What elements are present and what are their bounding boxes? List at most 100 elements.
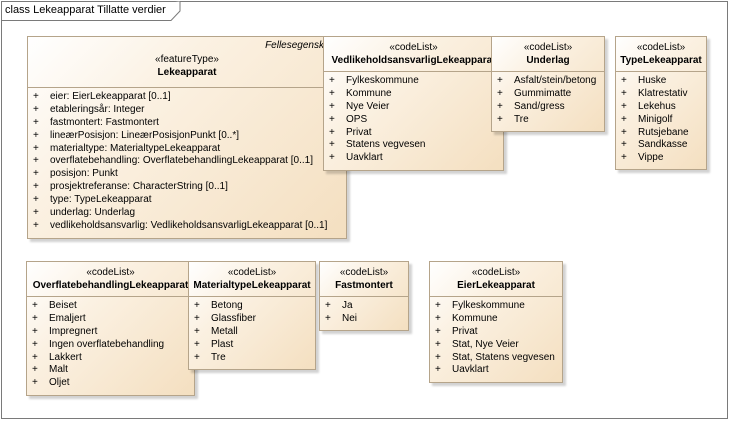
- code-value: +Vippe: [616, 152, 706, 165]
- attribute-row: + posisjon: Punkt: [28, 168, 346, 181]
- public-visibility-icon: +: [435, 338, 441, 350]
- code-value: +Malt: [27, 364, 194, 377]
- stereotype-label: «codeList»: [339, 267, 389, 278]
- frame-title: class Lekeapparat Tillatte verdier: [5, 4, 166, 16]
- attribute-row-text: fastmontert: Fastmontert: [50, 116, 159, 128]
- code-value-text: Oljet: [49, 377, 70, 389]
- code-value: +Sandkasse: [616, 139, 706, 152]
- public-visibility-icon: +: [33, 168, 39, 180]
- code-value: +Privat: [324, 127, 503, 140]
- code-value: +Tre: [492, 114, 604, 127]
- attribute-row-text: eier: EierLekeapparat [0..1]: [50, 91, 171, 102]
- attribute-row: +prosjektreferanse: CharacterString [0..…: [28, 181, 346, 194]
- public-visibility-icon: +: [325, 312, 331, 324]
- code-value: +Ja: [320, 300, 408, 313]
- attribute-row-text: type: TypeLekeapparat: [50, 194, 152, 206]
- code-value-text: Sand/gress: [514, 100, 565, 112]
- code-value: +Minigolf: [616, 114, 706, 127]
- public-visibility-icon: +: [33, 194, 39, 206]
- attribute-row: +underlag: Underlag: [28, 207, 346, 220]
- attribute-row: + vedlikeholdsansvarlig: Vedlikeholdsansv…: [28, 220, 346, 233]
- class-name: OverflatebehandlingLekeapparat: [32, 280, 189, 291]
- public-visibility-icon: +: [621, 87, 627, 99]
- code-value: +Stat, Nye Veier: [430, 339, 562, 352]
- code-value-text: Malt: [49, 364, 68, 376]
- attribute-row: +lineærPosisjon: LineærPosisjonPunkt [0.…: [28, 130, 346, 143]
- code-value: +Impregnert: [27, 326, 194, 339]
- public-visibility-icon: +: [325, 300, 331, 311]
- code-value: +Lekehus: [616, 101, 706, 114]
- public-visibility-icon: +: [435, 364, 441, 376]
- class-vedlikeholdsansvarlig[interactable]: «codeList» VedlikeholdsansvarligLekeappa…: [323, 36, 504, 171]
- value-list: +Betong+Glassfiber+Metall+Plast+Tre: [189, 297, 315, 364]
- value-list: +Fylkeskommune+Kommune+Nye Veier+OPS+Pri…: [324, 72, 503, 165]
- code-value: +Kommune: [430, 313, 562, 326]
- public-visibility-icon: +: [621, 152, 627, 164]
- frame-tab-outline: [1, 1, 181, 21]
- public-visibility-icon: +: [329, 139, 335, 151]
- class-materialtype[interactable]: «codeList» MaterialtypeLekeapparat +Beto…: [188, 261, 316, 370]
- code-value-text: Fylkeskommune: [346, 75, 419, 86]
- attribute-row: + materialtype: MaterialtypeLekeapparat: [28, 143, 346, 156]
- code-value-text: Privat: [346, 126, 372, 138]
- public-visibility-icon: +: [33, 116, 39, 128]
- stereotype-label: «codeList»: [389, 42, 438, 53]
- class-typelekeapparat[interactable]: «codeList» TypeLekeapparat +Huske+Klatre…: [615, 36, 707, 170]
- value-list: +Huske+Klatrestativ+Lekehus+Minigolf+Rut…: [616, 72, 706, 165]
- code-value: +Ingen overflatebehandling: [27, 339, 194, 352]
- class-underlag[interactable]: «codeList» Underlag +Asfalt/stein/betong…: [491, 36, 605, 132]
- code-value-text: Fylkeskommune: [452, 300, 525, 311]
- stereotype-label: «codeList»: [86, 267, 135, 278]
- class-lekeapparat[interactable]: Fellesegenskaper «featureType» Lekeappar…: [27, 36, 347, 239]
- code-value-text: Betong: [211, 300, 243, 311]
- code-value: +Asfalt/stein/betong: [492, 75, 604, 88]
- code-value: +Uavklart: [430, 364, 562, 377]
- attribute-row-text: posisjon: Punkt: [50, 168, 118, 180]
- code-value: +Nye Veier: [324, 101, 503, 114]
- code-value: +Sand/gress: [492, 101, 604, 114]
- class-eierlekeapparat[interactable]: «codeList» EierLekeapparat +Fylkeskommun…: [429, 261, 563, 383]
- stereotype-label: «codeList»: [471, 267, 521, 278]
- public-visibility-icon: +: [32, 312, 38, 324]
- code-value-text: Tre: [211, 351, 226, 363]
- code-value-text: Beiset: [49, 300, 77, 311]
- public-visibility-icon: +: [32, 377, 38, 389]
- attribute-row: + type: TypeLekeapparat: [28, 194, 346, 207]
- code-value-text: Lekehus: [638, 100, 676, 112]
- code-value: +Metall: [189, 326, 315, 339]
- public-visibility-icon: +: [329, 113, 335, 125]
- public-visibility-icon: +: [33, 142, 39, 154]
- class-overflatebehandling[interactable]: «codeList» OverflatebehandlingLekeappara…: [26, 261, 195, 396]
- attribute-list: +eier: EierLekeapparat [0..1]+etablering…: [28, 88, 346, 233]
- code-value: + Oljet: [27, 377, 194, 390]
- code-value-text: Nye Veier: [346, 100, 390, 112]
- attribute-row-text: vedlikeholdsansvarlig: Vedlikeholdsansva…: [50, 219, 328, 231]
- attribute-row-text: materialtype: MaterialtypeLekeapparat: [50, 142, 221, 154]
- code-value-text: Sandkasse: [638, 139, 688, 151]
- public-visibility-icon: +: [33, 219, 39, 231]
- public-visibility-icon: +: [435, 351, 441, 363]
- attribute-row-text: underlag: Underlag: [50, 207, 136, 219]
- class-fastmontert[interactable]: «codeList» Fastmontert +Ja+Nei: [319, 261, 409, 331]
- code-value-text: Uavklart: [346, 152, 383, 164]
- stereotype-label: «codeList»: [227, 267, 277, 278]
- class-name: TypeLekeapparat: [620, 55, 702, 66]
- public-visibility-icon: +: [497, 87, 503, 99]
- code-value-text: Privat: [452, 325, 478, 337]
- attribute-row: +eier: EierLekeapparat [0..1]: [28, 91, 346, 104]
- code-value: +Emaljert: [27, 313, 194, 326]
- code-value-text: Metall: [211, 325, 238, 337]
- attribute-row-text: etableringsår: Integer: [50, 103, 145, 115]
- code-value: +Uavklart: [324, 152, 503, 165]
- code-value: +Kommune: [324, 88, 503, 101]
- code-value-text: Minigolf: [638, 113, 673, 125]
- public-visibility-icon: +: [497, 75, 503, 86]
- code-value-text: Glassfiber: [211, 312, 257, 324]
- code-value-text: Stat, Statens vegvesen: [452, 351, 555, 363]
- stereotype-label: «codeList»: [523, 42, 573, 53]
- value-list: +Asfalt/stein/betong+Gummimatte+Sand/gre…: [492, 72, 604, 127]
- public-visibility-icon: +: [33, 103, 39, 115]
- class-name: Lekeapparat: [157, 67, 217, 78]
- code-value-text: Klatrestativ: [638, 87, 688, 99]
